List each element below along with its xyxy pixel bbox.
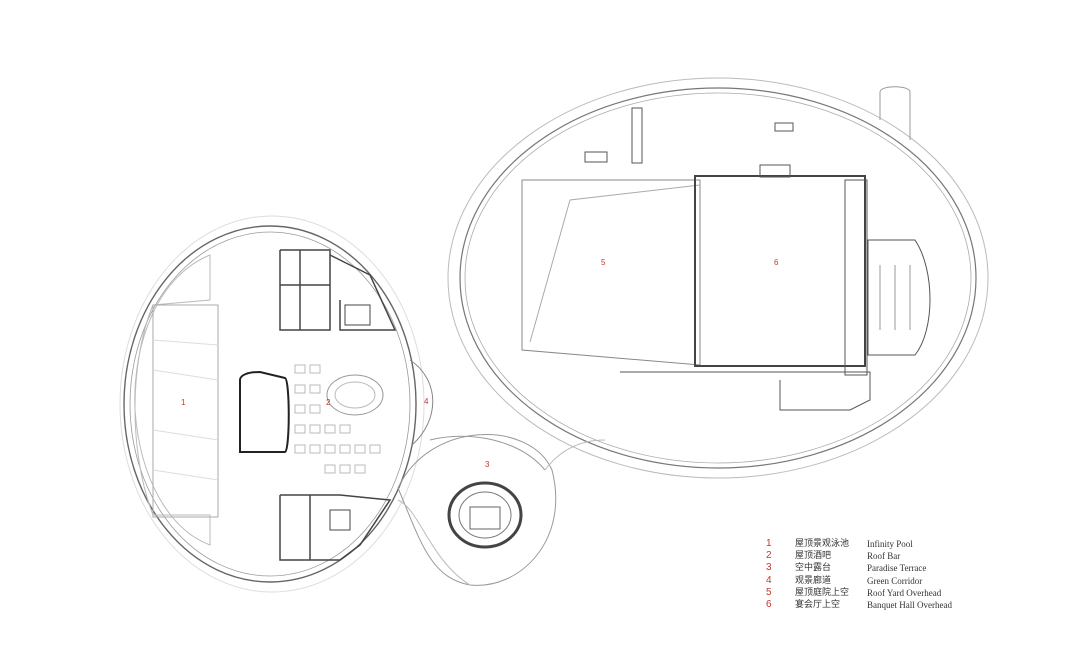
bar-seating xyxy=(294,364,381,474)
legend-cn-label: 观景廊道 xyxy=(795,575,832,586)
legend-number: 1 xyxy=(766,538,772,550)
legend: 1 屋顶景观泳池 Infinity Pool 2 屋顶酒吧 Roof Bar 3… xyxy=(766,538,1066,611)
zone-label-1: 1 xyxy=(181,398,186,407)
legend-row: 3 空中露台 Paradise Terrace xyxy=(766,562,1066,574)
corridor-left xyxy=(409,359,434,446)
legend-cn-label: 屋顶酒吧 xyxy=(795,551,832,562)
corridor-link-2 xyxy=(397,499,471,586)
legend-number: 4 xyxy=(766,574,772,586)
legend-row: 5 屋顶庭院上空 Roof Yard Overhead xyxy=(766,587,1066,599)
legend-en-label: Paradise Terrace xyxy=(867,563,927,574)
legend-row: 2 屋顶酒吧 Roof Bar xyxy=(766,550,1066,562)
zone-label-6: 6 xyxy=(774,258,779,267)
roof-yard xyxy=(521,179,701,366)
legend-row: 1 屋顶景观泳池 Infinity Pool xyxy=(766,538,1066,550)
left-oval-outer xyxy=(119,215,425,593)
banquet-hall xyxy=(694,175,866,367)
right-oval-ring xyxy=(459,87,977,469)
terrace-ring xyxy=(447,481,523,549)
corridor-link xyxy=(429,435,546,471)
legend-number: 6 xyxy=(766,599,772,611)
pool-deck xyxy=(152,304,219,518)
legend-en-label: Roof Yard Overhead xyxy=(867,587,942,598)
pool-outline xyxy=(134,254,211,546)
bar-counter xyxy=(239,370,290,453)
connector-right xyxy=(544,439,606,471)
legend-en-label: Roof Bar xyxy=(867,551,901,562)
side-stair xyxy=(867,239,931,356)
legend-number: 3 xyxy=(766,562,772,574)
legend-cn-label: 屋顶庭院上空 xyxy=(795,587,850,598)
legend-en-label: Green Corridor xyxy=(867,575,923,586)
legend-en-label: Infinity Pool xyxy=(867,539,913,550)
legend-cn-label: 屋顶景观泳池 xyxy=(795,539,850,550)
left-oval-ring xyxy=(123,225,417,583)
stair-loop xyxy=(879,86,911,140)
legend-cn-label: 宴会厅上空 xyxy=(795,600,841,611)
legend-row: 4 观景廊道 Green Corridor xyxy=(766,575,1066,587)
service-block-top xyxy=(279,249,397,331)
zone-label-4: 4 xyxy=(424,397,429,406)
legend-number: 2 xyxy=(766,550,772,562)
right-oval-inner xyxy=(464,92,972,464)
zone-label-3: 3 xyxy=(485,460,490,469)
bar-oval xyxy=(326,374,384,416)
legend-number: 5 xyxy=(766,586,772,598)
terrace-core xyxy=(469,506,501,530)
legend-row: 6 宴会厅上空 Banquet Hall Overhead xyxy=(766,599,1066,611)
legend-cn-label: 空中露台 xyxy=(795,563,832,574)
zone-label-2: 2 xyxy=(326,398,331,407)
left-oval-inner xyxy=(129,231,411,577)
service-block-bottom xyxy=(279,494,392,561)
legend-en-label: Banquet Hall Overhead xyxy=(867,600,952,611)
terrace-ring-inner xyxy=(458,491,512,539)
right-oval-outer xyxy=(447,77,989,479)
zone-label-5: 5 xyxy=(601,258,606,267)
